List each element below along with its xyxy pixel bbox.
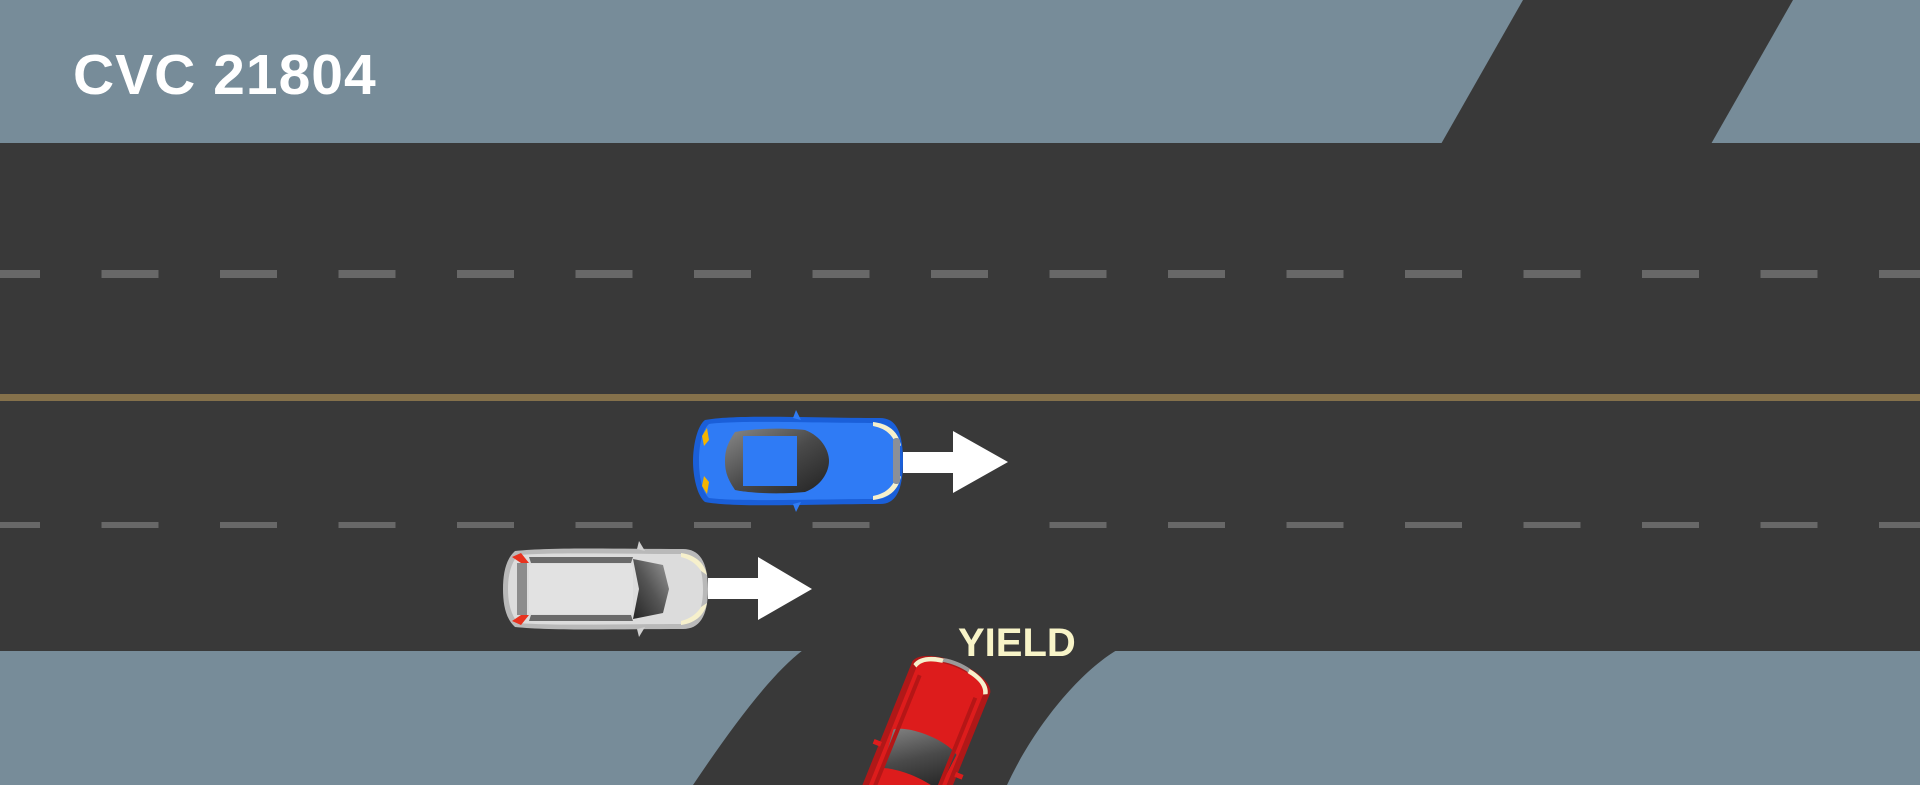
white-suv [503,541,708,637]
lane-dash-gap [925,520,995,532]
upper-lane-divider [0,270,1920,278]
blue-car-direction-arrow [903,431,1008,493]
white-suv-direction-arrow [708,557,812,620]
red-car [841,655,991,785]
page-title: CVC 21804 [73,43,377,107]
center-line [0,394,1920,401]
yield-label: YIELD [958,621,1076,665]
blue-car [693,410,903,512]
top-crossing-road [1441,0,1793,144]
